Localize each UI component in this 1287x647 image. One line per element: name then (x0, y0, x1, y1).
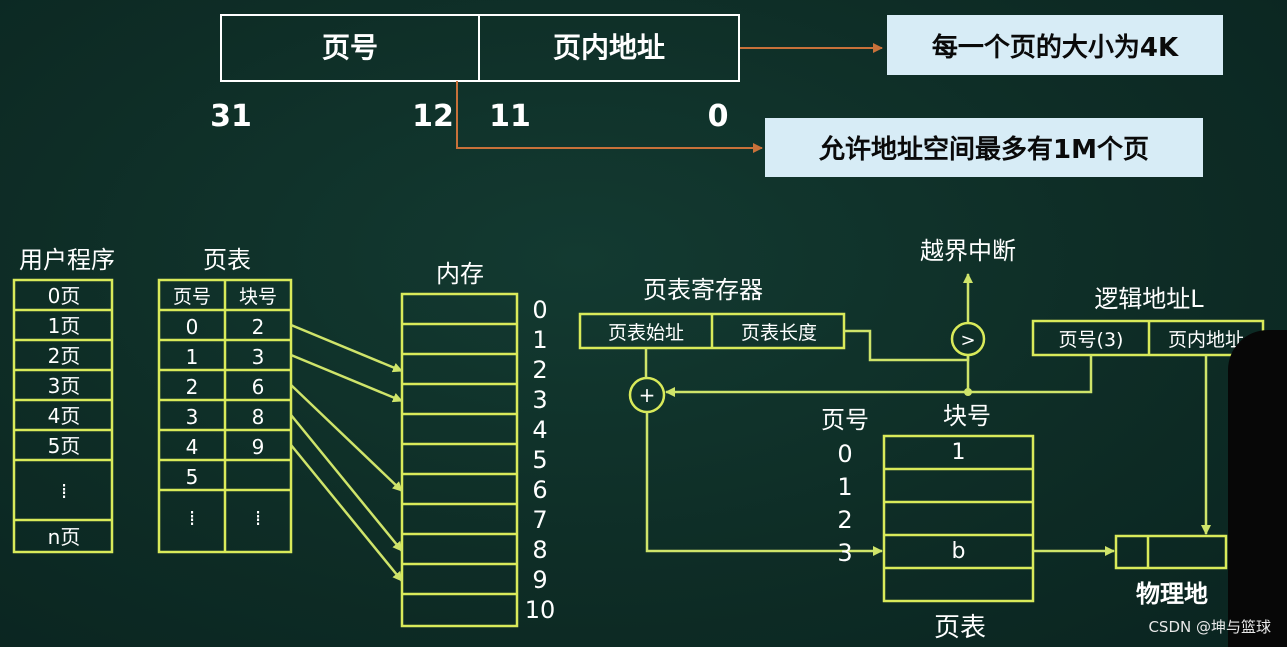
page-table-left-page-cell: 3 (186, 405, 199, 429)
address-space-arrow (456, 81, 763, 153)
page-table-left-page-cell: 5 (186, 465, 199, 489)
memory-block-number: 8 (532, 536, 547, 564)
interrupt-label: 越界中断 (920, 237, 1016, 265)
page-to-block-arrow (290, 384, 403, 492)
page-number-field: 页号 (322, 31, 378, 64)
watermark: CSDN @坤与篮球 (1148, 618, 1271, 636)
page-table-left-page-cell: 2 (186, 375, 199, 399)
logical-field-page: 页号(3) (1059, 329, 1124, 351)
address-format: 页号 页内地址 31 12 11 0 (210, 14, 883, 153)
page-to-block-arrow (290, 414, 403, 552)
page-table-left-title: 页表 (203, 246, 251, 274)
page-table-left-block-cell: 3 (252, 345, 265, 369)
user-program-row: 2页 (48, 344, 81, 368)
user-program-row: n页 (48, 525, 81, 549)
pageno-to-adder-line (665, 355, 1093, 397)
page-table-left-block-cell: 6 (252, 375, 265, 399)
memory-block-number: 9 (532, 566, 547, 594)
page-table-left-page-cell: 4 (186, 435, 199, 459)
bit-label-31: 31 (210, 99, 252, 134)
page-table-left-page-cell: ⁞ (189, 506, 195, 530)
memory-block-number: 0 (532, 296, 547, 324)
physical-address-box (1114, 534, 1228, 570)
table-page-header: 页号 (821, 406, 869, 434)
adder-symbol: + (639, 383, 656, 407)
compare-circle (950, 321, 986, 357)
user-program-row: 5页 (48, 434, 81, 458)
memory-block-number: 2 (532, 356, 547, 384)
user-program: 用户程序 0页 1页 2页 3页 4页 5页 ⁞ n页 (12, 246, 115, 554)
page-table-left-page-cell: 0 (186, 315, 199, 339)
user-program-box (12, 278, 114, 554)
mechanism-page-number: 3 (837, 539, 852, 567)
physical-address-label: 物理地 (1136, 580, 1208, 608)
page-table-left-block-cell: ⁞ (255, 506, 261, 530)
mapping-arrows (290, 323, 403, 582)
length-to-compare-line (844, 329, 970, 362)
memory-block-number: 10 (525, 596, 556, 624)
page-to-block-arrow (290, 444, 403, 582)
memory-block-number: 7 (532, 506, 547, 534)
memory-block-number: 4 (532, 416, 547, 444)
memory-block-number: 3 (532, 386, 547, 414)
register-field-base: 页表始址 (608, 322, 684, 344)
page-table-left-block-cell: 8 (252, 405, 265, 429)
memory-box (400, 292, 519, 628)
bit-label-0: 0 (708, 99, 729, 134)
register-title: 页表寄存器 (643, 276, 763, 304)
memory-block-number: 1 (532, 326, 547, 354)
mechanism-block-cell: 1 (952, 440, 966, 465)
page-table-left-block-cell: 2 (252, 315, 265, 339)
user-program-row: 4页 (48, 404, 81, 428)
bit-label-11: 11 (489, 99, 531, 134)
logical-field-offset: 页内地址 (1168, 329, 1244, 351)
page-size-note: 每一个页的大小为4K (887, 15, 1223, 75)
user-program-row: ⁞ (61, 479, 67, 503)
user-program-title: 用户程序 (19, 246, 115, 274)
page-table-left-header-block: 块号 (239, 286, 277, 308)
mechanism-page-table (882, 434, 1035, 603)
page-to-block-arrow (290, 323, 403, 373)
page-table-left-page-cell: 1 (186, 345, 199, 369)
page-table-left: 页表 页号 块号 0 2 1 3 2 6 3 8 4 9 5 ⁞ ⁞ (157, 246, 293, 554)
user-program-row: 3页 (48, 374, 81, 398)
presenter-silhouette (1228, 330, 1287, 647)
mechanism-page-number: 1 (837, 473, 852, 501)
translation-mechanism: 页表寄存器 页表始址 页表长度 越界中断 > 逻辑地址L 页号(3) 页内地址 … (578, 237, 1265, 643)
table-caption: 页表 (934, 613, 986, 643)
memory-block-number: 6 (532, 476, 547, 504)
adder-to-table-line (645, 412, 883, 556)
bit-label-12: 12 (412, 99, 454, 134)
address-space-note: 允许地址空间最多有1M个页 (765, 118, 1203, 177)
mechanism-page-number: 0 (837, 440, 852, 468)
page-table-left-header-page: 页号 (173, 286, 211, 308)
register-field-length: 页表长度 (741, 322, 817, 344)
page-table-left-block-cell: 9 (252, 435, 265, 459)
mechanism-block-cell: b (952, 539, 966, 564)
page-to-block-arrow (290, 353, 403, 403)
compare-symbol: > (960, 330, 975, 351)
user-program-row: 1页 (48, 314, 81, 338)
user-program-row: 0页 (48, 284, 81, 308)
memory-block-number: 5 (532, 446, 547, 474)
page-offset-field: 页内地址 (553, 31, 665, 64)
logical-address-title: 逻辑地址L (1094, 285, 1204, 313)
memory-title: 内存 (436, 260, 484, 288)
table-block-header: 块号 (943, 402, 991, 430)
mechanism-page-number: 2 (837, 506, 852, 534)
